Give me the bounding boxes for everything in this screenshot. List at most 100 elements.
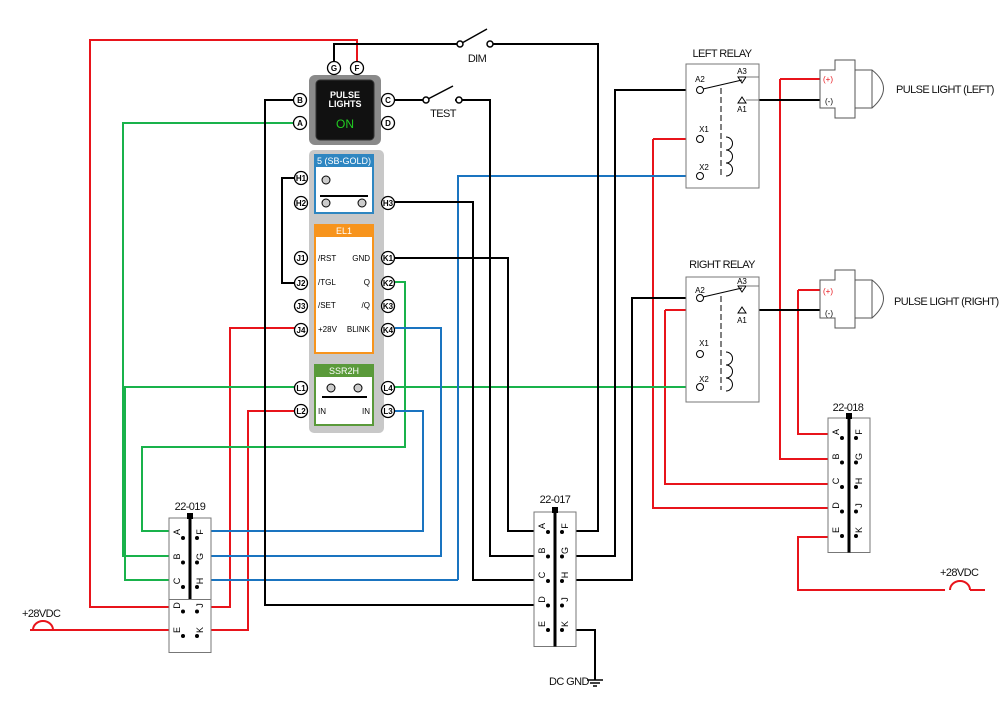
connector-pin <box>854 485 858 489</box>
ssr-in-right: IN <box>362 407 370 416</box>
el1-rst: /RST <box>318 254 336 263</box>
connector-pin-label: J <box>854 503 864 508</box>
connector-pin-label: A <box>537 523 547 529</box>
el1-gnd: GND <box>352 254 370 263</box>
pin-bubble <box>380 195 396 211</box>
connector-pin <box>840 534 844 538</box>
ssr-in-left: IN <box>318 407 326 416</box>
el1-q: Q <box>364 278 370 287</box>
connector-pin-label: H <box>195 578 205 585</box>
connector-pin-label: G <box>195 553 205 560</box>
pin-bubble <box>293 380 309 396</box>
connector-pin <box>840 436 844 440</box>
dim-label: DIM <box>468 53 487 65</box>
connector-pin <box>546 603 550 608</box>
connector-pin <box>181 560 185 565</box>
test-switch[interactable] <box>422 85 463 104</box>
right-relay-a1: A1 <box>737 316 747 325</box>
connector-pin-label: J <box>195 603 205 608</box>
pin-bubble-label: F <box>355 64 360 73</box>
connector-pin <box>546 579 550 583</box>
connector-pin-label: D <box>537 596 547 603</box>
pulse-light-right <box>819 269 884 329</box>
pin-bubble <box>380 403 396 419</box>
connector-pin <box>195 609 199 614</box>
black-wires <box>264 43 820 680</box>
connector-pin <box>181 609 185 614</box>
ground-icon <box>587 679 603 687</box>
pin-bubble-label: K1 <box>383 254 394 263</box>
el1-nq: /Q <box>362 301 370 310</box>
pin-bubble-label: C <box>385 96 391 105</box>
pin-bubble-label: G <box>331 64 337 73</box>
pin-bubble-label: K3 <box>383 302 394 311</box>
pin-bubble-label: H2 <box>296 199 307 208</box>
right-relay-a3: A3 <box>737 277 747 286</box>
ground-label: DC GND <box>549 676 589 688</box>
left-relay-a2: A2 <box>695 75 705 84</box>
pulse-label-1: PULSE <box>330 90 360 100</box>
connector-pin <box>560 628 564 632</box>
pulse-button[interactable] <box>315 79 375 141</box>
pulse-on-indicator: ON <box>336 117 354 131</box>
pin-bubble-label: K2 <box>383 279 394 288</box>
ssr-contact-l1 <box>326 383 336 393</box>
connector-pin-label: A <box>831 429 841 435</box>
connector-pin <box>181 634 185 638</box>
connector-pin-label: J <box>560 597 570 602</box>
pin-bubble <box>326 60 342 76</box>
pin-bubble <box>293 298 309 314</box>
connector-pin <box>854 436 858 440</box>
right-supply-symbol <box>949 580 971 591</box>
test-label: TEST <box>430 108 457 120</box>
sb-gold-header <box>315 155 373 167</box>
ssr-contact-l4 <box>353 383 363 393</box>
pin-bubble-label: H3 <box>383 199 394 208</box>
connector-pin <box>560 530 564 534</box>
pin-bubble <box>380 92 396 108</box>
connector-pin <box>840 460 844 465</box>
left-supply-symbol <box>32 620 54 631</box>
connector-pin-label: G <box>854 453 864 460</box>
right-relay <box>685 276 760 403</box>
connector-pin <box>854 534 858 538</box>
left-light-label: PULSE LIGHT (LEFT) <box>896 84 994 96</box>
connector-pin-label: D <box>831 502 841 509</box>
connector-pin-label: E <box>172 627 182 633</box>
pin-bubble <box>293 170 309 186</box>
sb-gold-title: 5 (SB-GOLD) <box>317 156 371 166</box>
pin-bubble <box>292 92 308 108</box>
pin-bubble-label: J1 <box>297 254 306 263</box>
connector-pin <box>560 579 564 583</box>
dim-switch[interactable] <box>456 28 494 48</box>
connector-pin-label: K <box>195 627 205 633</box>
connector-pin-label: E <box>831 527 841 533</box>
el1-28v: +28V <box>318 325 338 334</box>
right-light-label: PULSE LIGHT (RIGHT) <box>894 296 999 308</box>
ssr2h-header <box>315 365 373 377</box>
connector-pin-label: K <box>854 527 864 533</box>
right-light-plus: (+) <box>823 287 833 296</box>
connector-pin <box>546 554 550 559</box>
pin-bubble-label: J2 <box>297 279 306 288</box>
connector-pin-label: D <box>172 602 182 609</box>
el1-blink: BLINK <box>347 325 371 334</box>
connector-pin <box>560 554 564 559</box>
pin-bubble <box>292 115 308 131</box>
left-relay-x2: X2 <box>699 163 709 172</box>
connector-pin <box>195 585 199 589</box>
pin-bubble-label: L4 <box>383 384 393 393</box>
connector-pin <box>854 460 858 465</box>
connector-pin-label: F <box>560 523 570 529</box>
connector-pin-label: C <box>831 477 841 484</box>
pin-bubble <box>380 322 396 338</box>
pin-bubble <box>380 380 396 396</box>
el1-set: /SET <box>318 301 336 310</box>
green-wires <box>122 122 700 581</box>
pin-bubble <box>380 115 396 131</box>
sb-contact-h2 <box>321 198 331 208</box>
